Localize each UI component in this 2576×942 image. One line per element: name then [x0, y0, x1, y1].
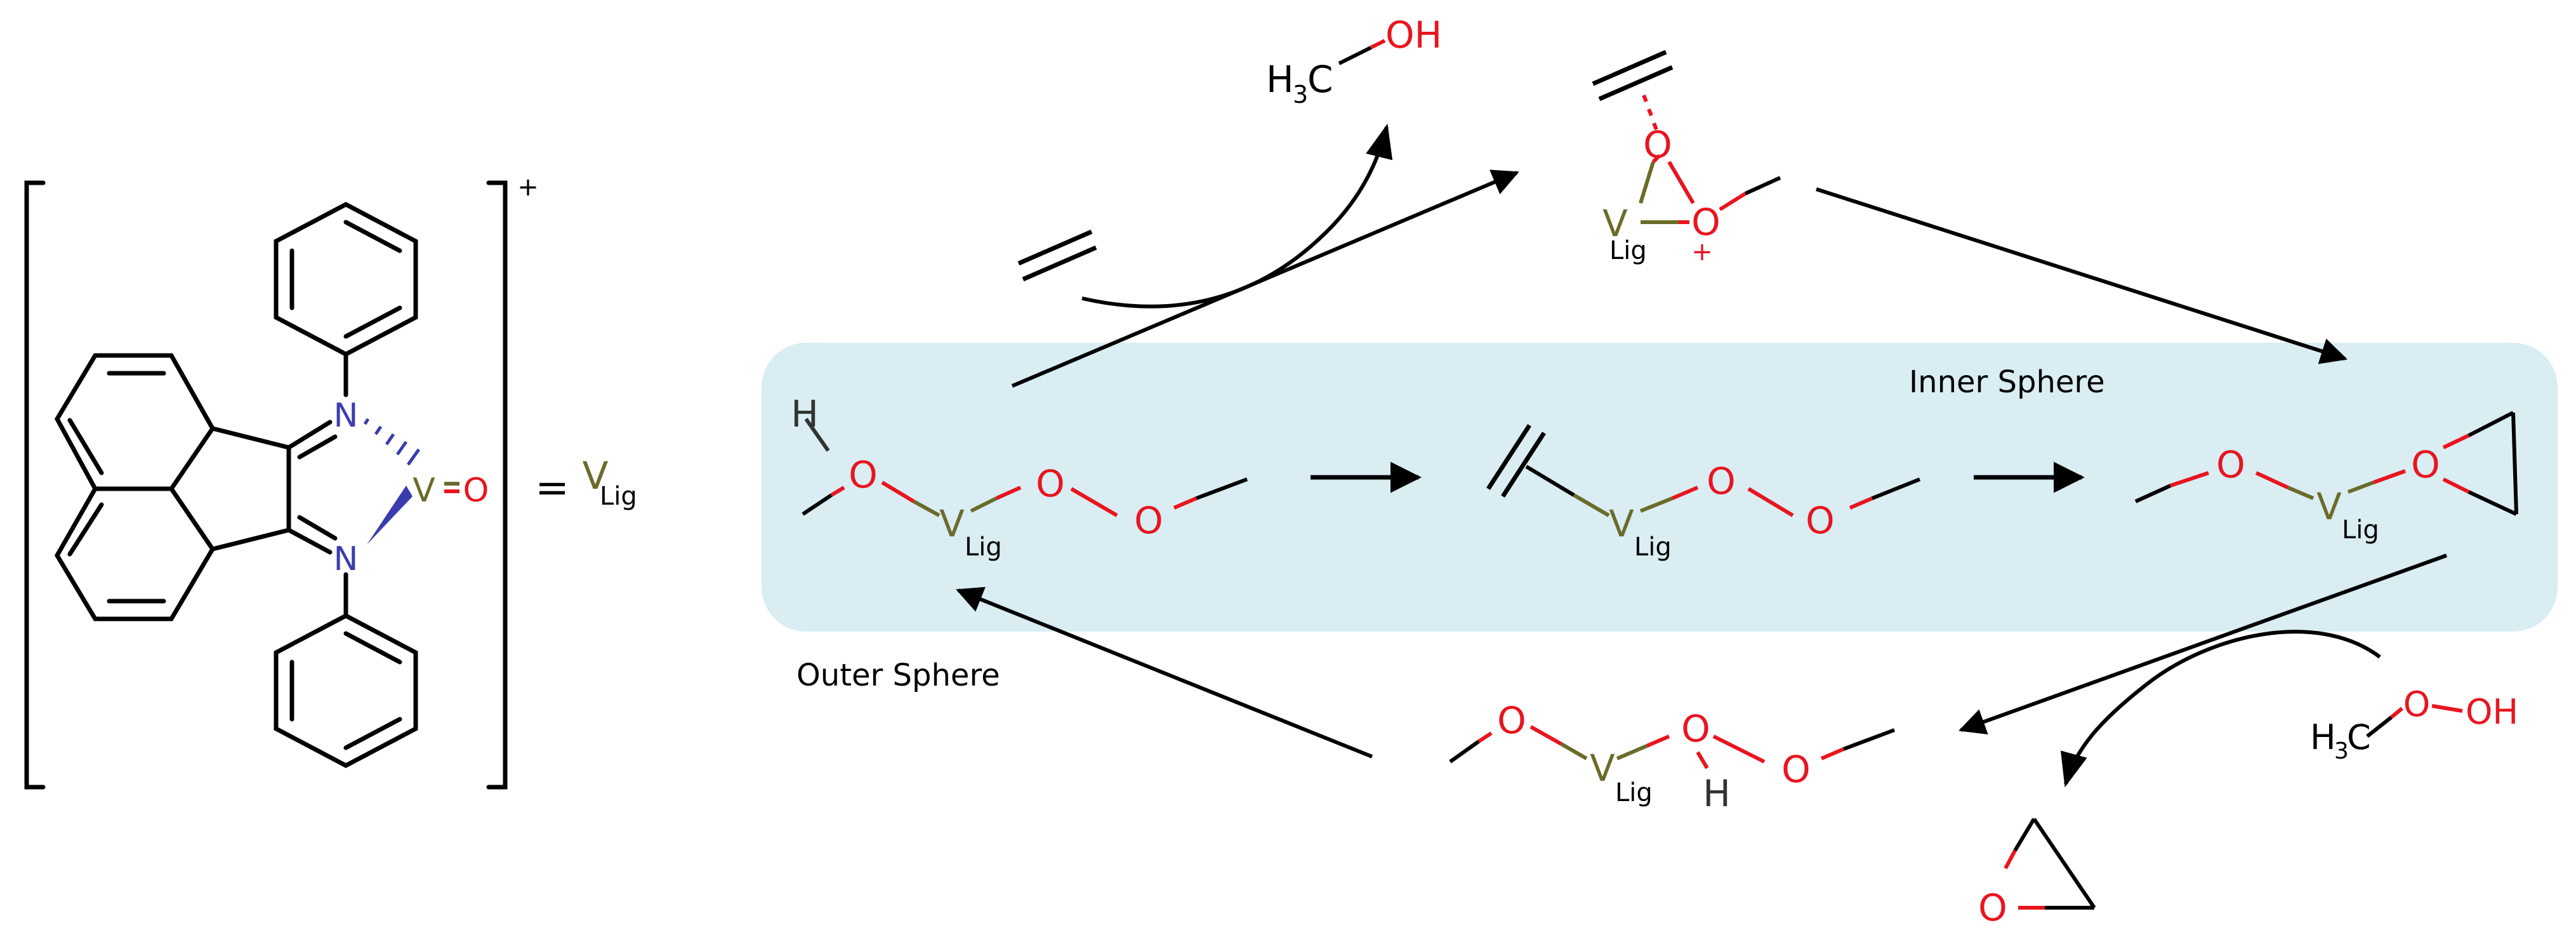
vlig-subscript: Lig	[600, 482, 637, 511]
ethylene-top-left	[1017, 229, 1097, 282]
svg-text:OH: OH	[1385, 13, 1442, 56]
svg-text:3: 3	[1293, 81, 1308, 109]
arrow-to-outer-species	[1958, 554, 2448, 734]
naphthalene-core	[54, 353, 216, 621]
ligand-complex	[24, 180, 508, 790]
outer-sphere-label: Outer Sphere	[796, 658, 1000, 693]
svg-text:O: O	[849, 453, 878, 496]
svg-text:OH: OH	[2466, 692, 2518, 732]
arrow-to-epoxide-complex	[1816, 187, 2348, 364]
svg-text:V: V	[1590, 746, 1615, 790]
svg-text:V: V	[939, 502, 965, 545]
svg-text:H: H	[1266, 58, 1294, 101]
svg-text:V: V	[1602, 202, 1628, 245]
right-bracket	[486, 180, 508, 790]
curved-arrow-methanol	[1081, 123, 1393, 308]
methyl-hydroperoxide: H 3 C O OH	[2310, 684, 2518, 764]
svg-text:+: +	[1691, 237, 1713, 267]
vlig-symbol: V	[582, 454, 608, 498]
svg-text:Lig: Lig	[2342, 515, 2379, 545]
arrow-to-peroxo-ethylene	[1011, 169, 1519, 388]
svg-text:O: O	[2403, 684, 2431, 724]
complex-o: O	[463, 472, 489, 510]
svg-text:H: H	[1703, 772, 1731, 815]
svg-text:O: O	[2411, 443, 2440, 486]
complex-n-top: N	[334, 397, 359, 435]
svg-text:Lig: Lig	[1634, 533, 1672, 562]
svg-text:O: O	[1781, 748, 1811, 791]
svg-text:O: O	[2216, 443, 2245, 486]
svg-text:O: O	[1643, 123, 1672, 166]
top-phenyl-ring	[274, 202, 418, 357]
svg-text:Lig: Lig	[1609, 236, 1647, 265]
equals-sign: =	[535, 465, 569, 512]
inner-sphere-panel	[762, 343, 2558, 632]
left-bracket	[24, 180, 46, 790]
arrow-regenerate-catalyst	[956, 587, 1373, 759]
epoxide-product: O	[1978, 818, 2096, 929]
methanol-molecule: H 3 C OH	[1266, 13, 1442, 109]
svg-text:O: O	[1978, 886, 2007, 929]
complex-n-bottom: N	[334, 540, 359, 578]
svg-text:O: O	[1681, 707, 1710, 750]
svg-text:O: O	[1497, 699, 1526, 742]
svg-text:H: H	[2310, 717, 2336, 757]
complex-charge: +	[517, 173, 539, 202]
svg-text:O: O	[1691, 201, 1721, 244]
curved-arrow-epoxide-release	[2060, 630, 2381, 788]
species-epoxide-complex: O V Lig O	[2134, 411, 2518, 545]
svg-text:C: C	[1307, 58, 1333, 101]
svg-text:Lig: Lig	[965, 533, 1002, 562]
svg-text:V: V	[1609, 502, 1634, 545]
complex-v: V	[413, 472, 435, 510]
svg-text:3: 3	[2334, 738, 2349, 764]
species-hydroxo-peroxo: H O V Lig O O	[791, 392, 1248, 562]
species-ethylene-peroxo: V Lig O O	[1486, 424, 1921, 562]
svg-text:O: O	[1707, 460, 1736, 503]
nitrogen-vanadium-bonds	[363, 418, 459, 545]
svg-text:O: O	[1134, 499, 1163, 542]
svg-text:V: V	[2316, 485, 2342, 528]
bottom-phenyl-ring	[274, 613, 418, 768]
svg-text:C: C	[2347, 717, 2371, 757]
species-hydroperoxo-adduct: O V Lig O H O	[1449, 699, 1896, 815]
svg-text:O: O	[1036, 462, 1065, 505]
svg-text:H: H	[791, 392, 819, 435]
peroxo-ethylene-intermediate: O V Lig O +	[1592, 50, 1781, 267]
svg-text:Lig: Lig	[1615, 778, 1653, 807]
svg-text:O: O	[1806, 499, 1835, 542]
inner-sphere-label: Inner Sphere	[1909, 364, 2105, 400]
